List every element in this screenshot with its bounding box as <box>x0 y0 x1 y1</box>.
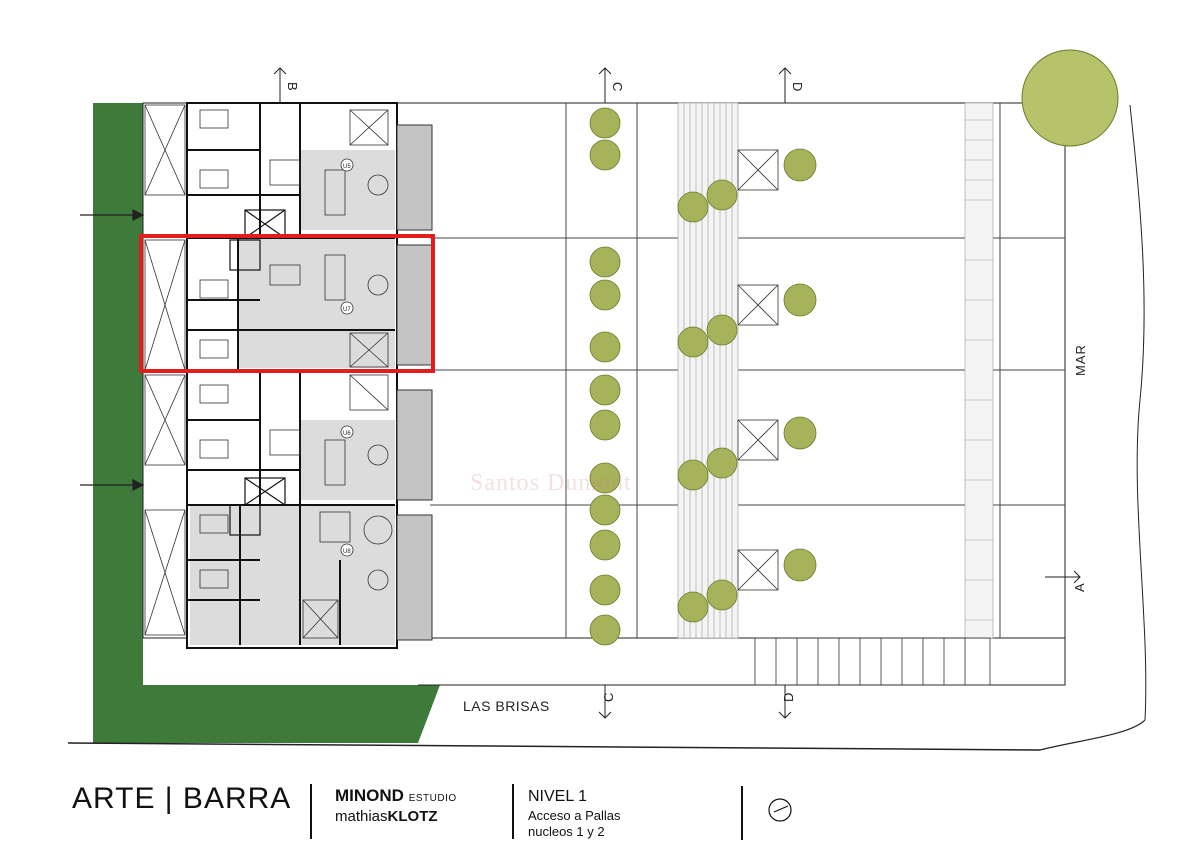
unit-markers <box>340 158 354 557</box>
section-markers <box>273 67 1081 719</box>
section-marker-c-bottom: C <box>601 693 616 702</box>
section-marker-b: B <box>285 82 300 91</box>
divider <box>512 784 514 839</box>
sea-label: MAR <box>1073 344 1088 376</box>
author-last: KLOTZ <box>387 808 438 825</box>
vegetation-wedge <box>418 685 440 743</box>
large-tree <box>1021 49 1119 147</box>
author-name: mathiasKLOTZ <box>335 808 438 825</box>
vegetation-strip <box>93 103 143 743</box>
level-desc-line1: Acceso a Pallas <box>528 808 621 823</box>
studio-name-text: MINOND <box>335 786 404 805</box>
north-arrow-icon <box>768 798 792 822</box>
level-desc-line2: nucleos 1 y 2 <box>528 824 605 839</box>
decking <box>677 102 994 639</box>
section-marker-d-bottom: D <box>781 693 796 702</box>
divider <box>310 784 312 839</box>
tree-row <box>589 107 621 646</box>
coast-line-right <box>1129 104 1147 721</box>
level-description: Acceso a Pallas nucleos 1 y 2 <box>528 808 621 840</box>
section-marker-c-top: C <box>610 82 625 91</box>
section-marker-a: A <box>1072 583 1087 592</box>
unit-label: U5 <box>343 164 351 170</box>
access-bays <box>144 104 186 636</box>
entry-arrows <box>80 209 145 491</box>
steps <box>754 637 991 686</box>
ground-line <box>67 742 1041 751</box>
selected-unit-highlight <box>139 234 435 373</box>
studio-suffix: ESTUDIO <box>408 793 457 804</box>
studio-name: MINOND ESTUDIO <box>335 786 457 806</box>
project-title: ARTE | BARRA <box>72 782 292 815</box>
pavilions <box>737 149 779 591</box>
unit-fills <box>190 150 395 645</box>
lot-lines <box>430 103 1065 638</box>
unit-label: U7 <box>343 307 351 313</box>
section-marker-d-top: D <box>790 82 805 91</box>
furniture <box>199 109 393 639</box>
unit-label: U8 <box>343 549 351 555</box>
terraces <box>396 124 433 641</box>
vegetation-strip-bottom <box>143 685 418 743</box>
author-first: mathias <box>335 808 388 825</box>
street-label: LAS BRISAS <box>463 698 550 714</box>
north-arrow-needle <box>773 805 789 813</box>
lower-boundary <box>418 638 1066 686</box>
unit-label: U6 <box>343 431 351 437</box>
watermark: Santos Dumont <box>470 470 632 496</box>
pavilion-trees <box>677 148 817 623</box>
coast-line <box>1039 719 1146 751</box>
level-title: NIVEL 1 <box>528 788 587 805</box>
